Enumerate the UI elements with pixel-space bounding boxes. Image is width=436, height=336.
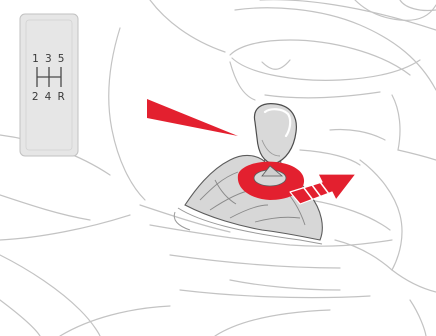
gear-pattern-bottom-row: 2 4 R <box>32 91 66 103</box>
gear-pattern-top-row: 1 3 5 <box>32 53 66 65</box>
pointer-wedge-icon <box>147 99 238 136</box>
gear-shift-pattern-icon: 1 3 5 2 4 R <box>20 14 78 156</box>
